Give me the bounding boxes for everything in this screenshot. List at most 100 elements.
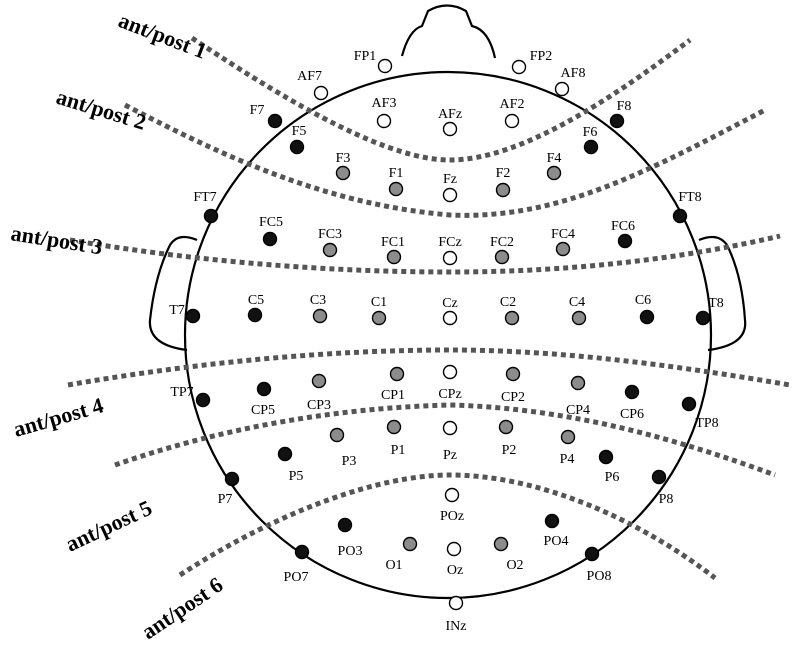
electrode-label-c6: C6 <box>635 293 651 308</box>
electrode-label-po4: PO4 <box>544 534 569 549</box>
electrode-fc4 <box>555 241 571 257</box>
electrode-label-p3: P3 <box>342 454 357 469</box>
electrode-c4 <box>571 310 587 326</box>
electrode-poz <box>444 487 460 503</box>
electrode-c6 <box>639 309 655 325</box>
electrode-label-f6: F6 <box>583 125 598 140</box>
electrode-p5 <box>277 446 293 462</box>
region-label-1: ant/post 1 <box>115 7 210 63</box>
electrode-cp6 <box>624 384 640 400</box>
electrode-label-inz: INz <box>446 619 467 634</box>
electrode-fz <box>442 187 458 203</box>
electrode-label-po8: PO8 <box>587 569 612 584</box>
electrode-af2 <box>504 113 520 129</box>
electrode-label-tp7: TP7 <box>170 385 193 400</box>
electrode-ft8 <box>672 208 688 224</box>
electrode-fc5 <box>262 231 278 247</box>
electrode-c2 <box>504 310 520 326</box>
electrode-label-p2: P2 <box>502 443 517 458</box>
electrode-po8 <box>584 546 600 562</box>
electrode-c5 <box>247 307 263 323</box>
electrode-o2 <box>493 536 509 552</box>
divider-line-4 <box>67 347 791 388</box>
electrode-p6 <box>598 449 614 465</box>
electrode-f3 <box>335 165 351 181</box>
electrode-label-cpz: CPz <box>438 387 461 402</box>
electrode-cp3 <box>311 373 327 389</box>
electrode-label-fc5: FC5 <box>259 215 283 230</box>
electrode-label-cp2: CP2 <box>501 390 525 405</box>
divider-line-3 <box>69 233 781 275</box>
electrode-label-c5: C5 <box>248 293 264 308</box>
electrode-label-fc4: FC4 <box>551 227 575 242</box>
electrode-label-cp5: CP5 <box>251 403 275 418</box>
electrode-o1 <box>402 536 418 552</box>
electrode-f2 <box>495 182 511 198</box>
electrode-c3 <box>312 308 328 324</box>
electrode-label-p5: P5 <box>289 469 304 484</box>
electrode-af7 <box>313 85 329 101</box>
electrode-label-p7: P7 <box>218 492 233 507</box>
electrode-label-p4: P4 <box>560 452 575 467</box>
electrode-tp8 <box>681 396 697 412</box>
electrode-label-c2: C2 <box>500 295 516 310</box>
electrode-fc6 <box>617 233 633 249</box>
region-label-6: ant/post 6 <box>137 572 227 644</box>
electrode-cz <box>442 310 458 326</box>
electrode-label-p6: P6 <box>605 470 620 485</box>
electrode-t7 <box>185 308 201 324</box>
electrode-po4 <box>544 513 560 529</box>
electrode-cp1 <box>389 366 405 382</box>
electrode-p1 <box>386 419 402 435</box>
electrode-f7 <box>267 113 283 129</box>
electrode-label-f2: F2 <box>496 166 511 181</box>
electrode-p3 <box>329 427 345 443</box>
electrode-label-t8: T8 <box>708 296 724 311</box>
electrode-inz <box>448 595 464 611</box>
electrode-label-c3: C3 <box>310 293 326 308</box>
electrode-label-p8: P8 <box>659 492 674 507</box>
electrode-fcz <box>442 250 458 266</box>
electrode-label-f3: F3 <box>336 151 351 166</box>
electrode-f6 <box>583 139 599 155</box>
electrode-p2 <box>498 419 514 435</box>
divider-line-5 <box>114 402 776 478</box>
electrode-label-fc2: FC2 <box>490 235 514 250</box>
right-ear-outline <box>698 235 747 352</box>
electrode-label-af8: AF8 <box>561 66 586 81</box>
electrode-label-o2: O2 <box>506 558 523 573</box>
electrode-label-f5: F5 <box>292 124 307 139</box>
electrode-p7 <box>224 471 240 487</box>
electrode-label-fp1: FP1 <box>354 49 377 64</box>
electrode-label-o1: O1 <box>385 558 402 573</box>
electrode-cpz <box>442 364 458 380</box>
electrode-label-f7: F7 <box>250 103 265 118</box>
electrode-cp2 <box>505 366 521 382</box>
electrode-f1 <box>388 181 404 197</box>
electrode-label-fz: Fz <box>443 172 457 187</box>
electrode-ft7 <box>203 208 219 224</box>
electrode-label-cp4: CP4 <box>566 403 590 418</box>
region-label-5: ant/post 5 <box>62 495 156 557</box>
electrode-label-af3: AF3 <box>372 96 397 111</box>
divider-line-6 <box>178 472 717 580</box>
electrode-label-cp1: CP1 <box>381 388 405 403</box>
electrode-label-af2: AF2 <box>500 97 525 112</box>
divider-line-2 <box>123 102 767 218</box>
electrode-af8 <box>554 81 570 97</box>
electrode-label-po7: PO7 <box>284 570 309 585</box>
left-ear-outline <box>148 235 198 352</box>
electrode-label-tp8: TP8 <box>695 416 718 431</box>
electrode-label-c1: C1 <box>371 295 387 310</box>
electrode-f5 <box>289 139 305 155</box>
electrode-label-ft7: FT7 <box>193 190 216 205</box>
electrode-pz <box>442 420 458 436</box>
electrode-f4 <box>546 165 562 181</box>
electrode-label-fp2: FP2 <box>530 49 553 64</box>
electrode-label-p1: P1 <box>391 443 406 458</box>
electrode-label-ft8: FT8 <box>678 190 701 205</box>
electrode-po7 <box>294 544 310 560</box>
